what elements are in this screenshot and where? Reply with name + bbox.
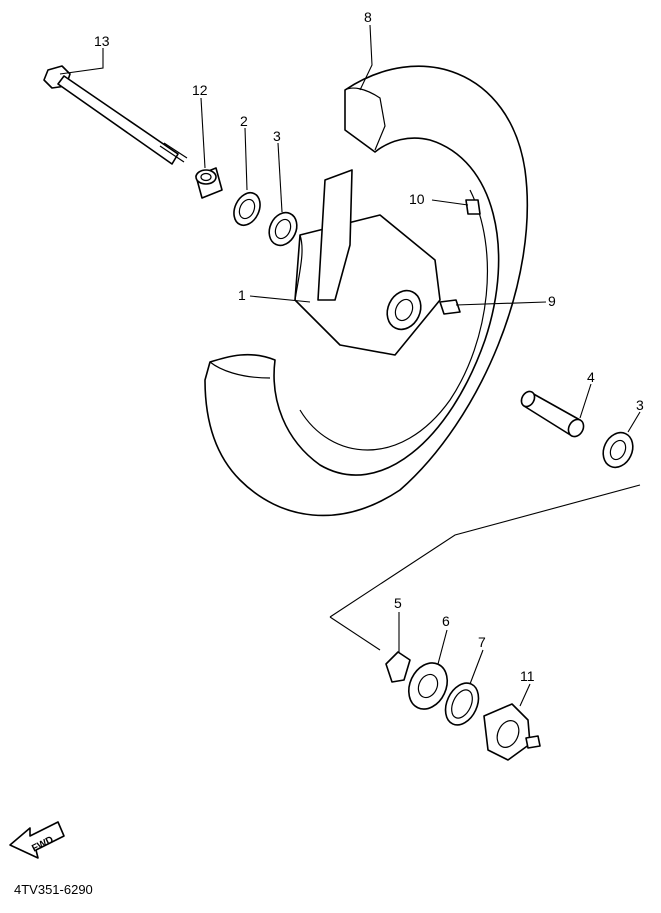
part-bolt-9 [439, 299, 461, 315]
leader-lines [59, 24, 641, 707]
part-tire [204, 65, 529, 517]
callout-5: 5 [394, 595, 402, 611]
callout-3-upper: 3 [273, 128, 281, 144]
part-clutch-retainer [385, 651, 411, 683]
callout-13: 13 [94, 33, 110, 49]
callout-12: 12 [192, 82, 208, 98]
part-bolt-10 [465, 199, 481, 215]
callout-2: 2 [240, 113, 248, 129]
callout-1: 1 [238, 287, 246, 303]
part-oil-seal [233, 191, 261, 227]
callout-3-lower: 3 [636, 397, 644, 413]
part-wheel [294, 169, 441, 356]
subassembly-outline [329, 484, 641, 651]
part-gear-unit [483, 703, 541, 761]
part-axle [43, 65, 188, 165]
callout-7: 7 [478, 634, 486, 650]
part-spacer [520, 390, 585, 438]
part-gear-drive [407, 662, 449, 710]
diagram-code: 4TV351-6290 [14, 882, 93, 897]
part-collar [195, 167, 223, 199]
callout-11: 11 [520, 668, 535, 684]
callout-9: 9 [548, 293, 556, 309]
callout-8: 8 [364, 9, 372, 25]
part-oil-seal-7 [444, 682, 480, 726]
callout-10: 10 [409, 191, 425, 207]
part-bearing-lower [602, 431, 634, 469]
callout-6: 6 [442, 613, 450, 629]
fwd-arrow-icon: FWD [9, 821, 65, 859]
part-bearing-upper [268, 211, 298, 247]
callout-4: 4 [587, 369, 595, 385]
